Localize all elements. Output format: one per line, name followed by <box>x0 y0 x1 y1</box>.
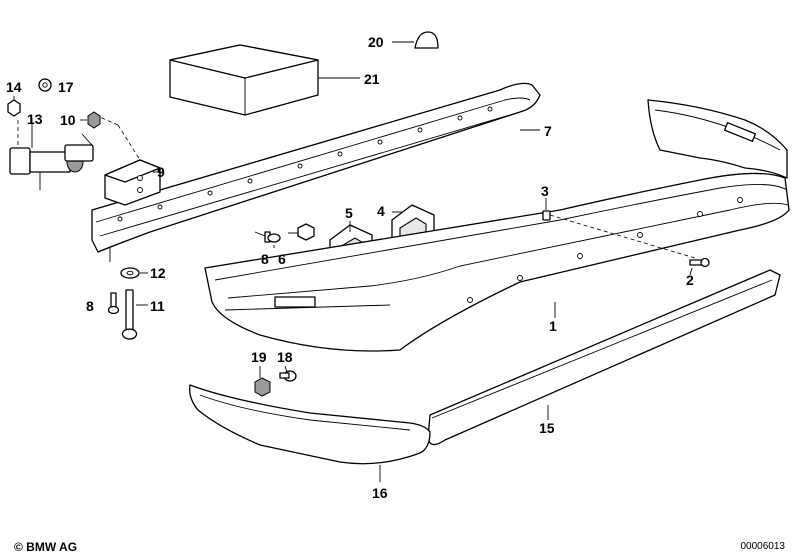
screw-part-18 <box>279 370 297 382</box>
clip-part-3 <box>542 210 696 259</box>
copyright-text: © BMW AG <box>14 540 78 554</box>
label-19: 19 <box>251 349 267 365</box>
label-15: 15 <box>539 420 555 436</box>
label-3: 3 <box>541 183 549 199</box>
label-17: 17 <box>58 79 74 95</box>
mounting-bracket-part-9 <box>94 114 161 206</box>
label-11: 11 <box>150 298 165 314</box>
bolt-part-8-left <box>107 292 120 315</box>
label-5: 5 <box>345 205 353 221</box>
label-12: 12 <box>150 265 166 281</box>
label-14: 14 <box>6 79 22 95</box>
label-8-lower: 8 <box>86 298 94 314</box>
label-1: 1 <box>549 318 557 334</box>
nut-part-14 <box>7 99 21 117</box>
cap-part-20 <box>392 31 439 49</box>
label-21: 21 <box>364 71 380 87</box>
diagram-code: 00006013 <box>740 541 786 552</box>
nut-part-19 <box>254 377 271 397</box>
label-6: 6 <box>278 251 286 267</box>
label-13: 13 <box>27 111 43 127</box>
shock-absorber-part-13 <box>9 118 94 190</box>
nut-part-10 <box>80 111 101 129</box>
bumper-part-1 <box>204 172 790 352</box>
washer-part-17 <box>38 78 52 92</box>
screw-part-2 <box>689 257 710 268</box>
label-16: 16 <box>372 485 388 501</box>
nut-part-6 <box>297 223 315 241</box>
label-9: 9 <box>157 164 165 180</box>
label-2: 2 <box>686 272 694 288</box>
moulding-part-16 <box>189 384 431 465</box>
label-4: 4 <box>377 203 385 219</box>
bumper-corner-part-1 <box>647 99 788 179</box>
washer-part-12 <box>120 267 140 279</box>
screw-part-8 <box>254 231 281 243</box>
label-8-upper: 8 <box>261 251 269 267</box>
label-10: 10 <box>60 112 76 128</box>
leader-lines <box>13 79 693 482</box>
box-part-21 <box>169 44 360 116</box>
part-labels: 20 21 14 17 13 10 7 9 3 5 4 8 6 2 12 8 1… <box>6 34 694 501</box>
bolt-part-11 <box>121 289 138 340</box>
label-7: 7 <box>544 123 552 139</box>
label-18: 18 <box>277 349 293 365</box>
label-20: 20 <box>368 34 384 50</box>
